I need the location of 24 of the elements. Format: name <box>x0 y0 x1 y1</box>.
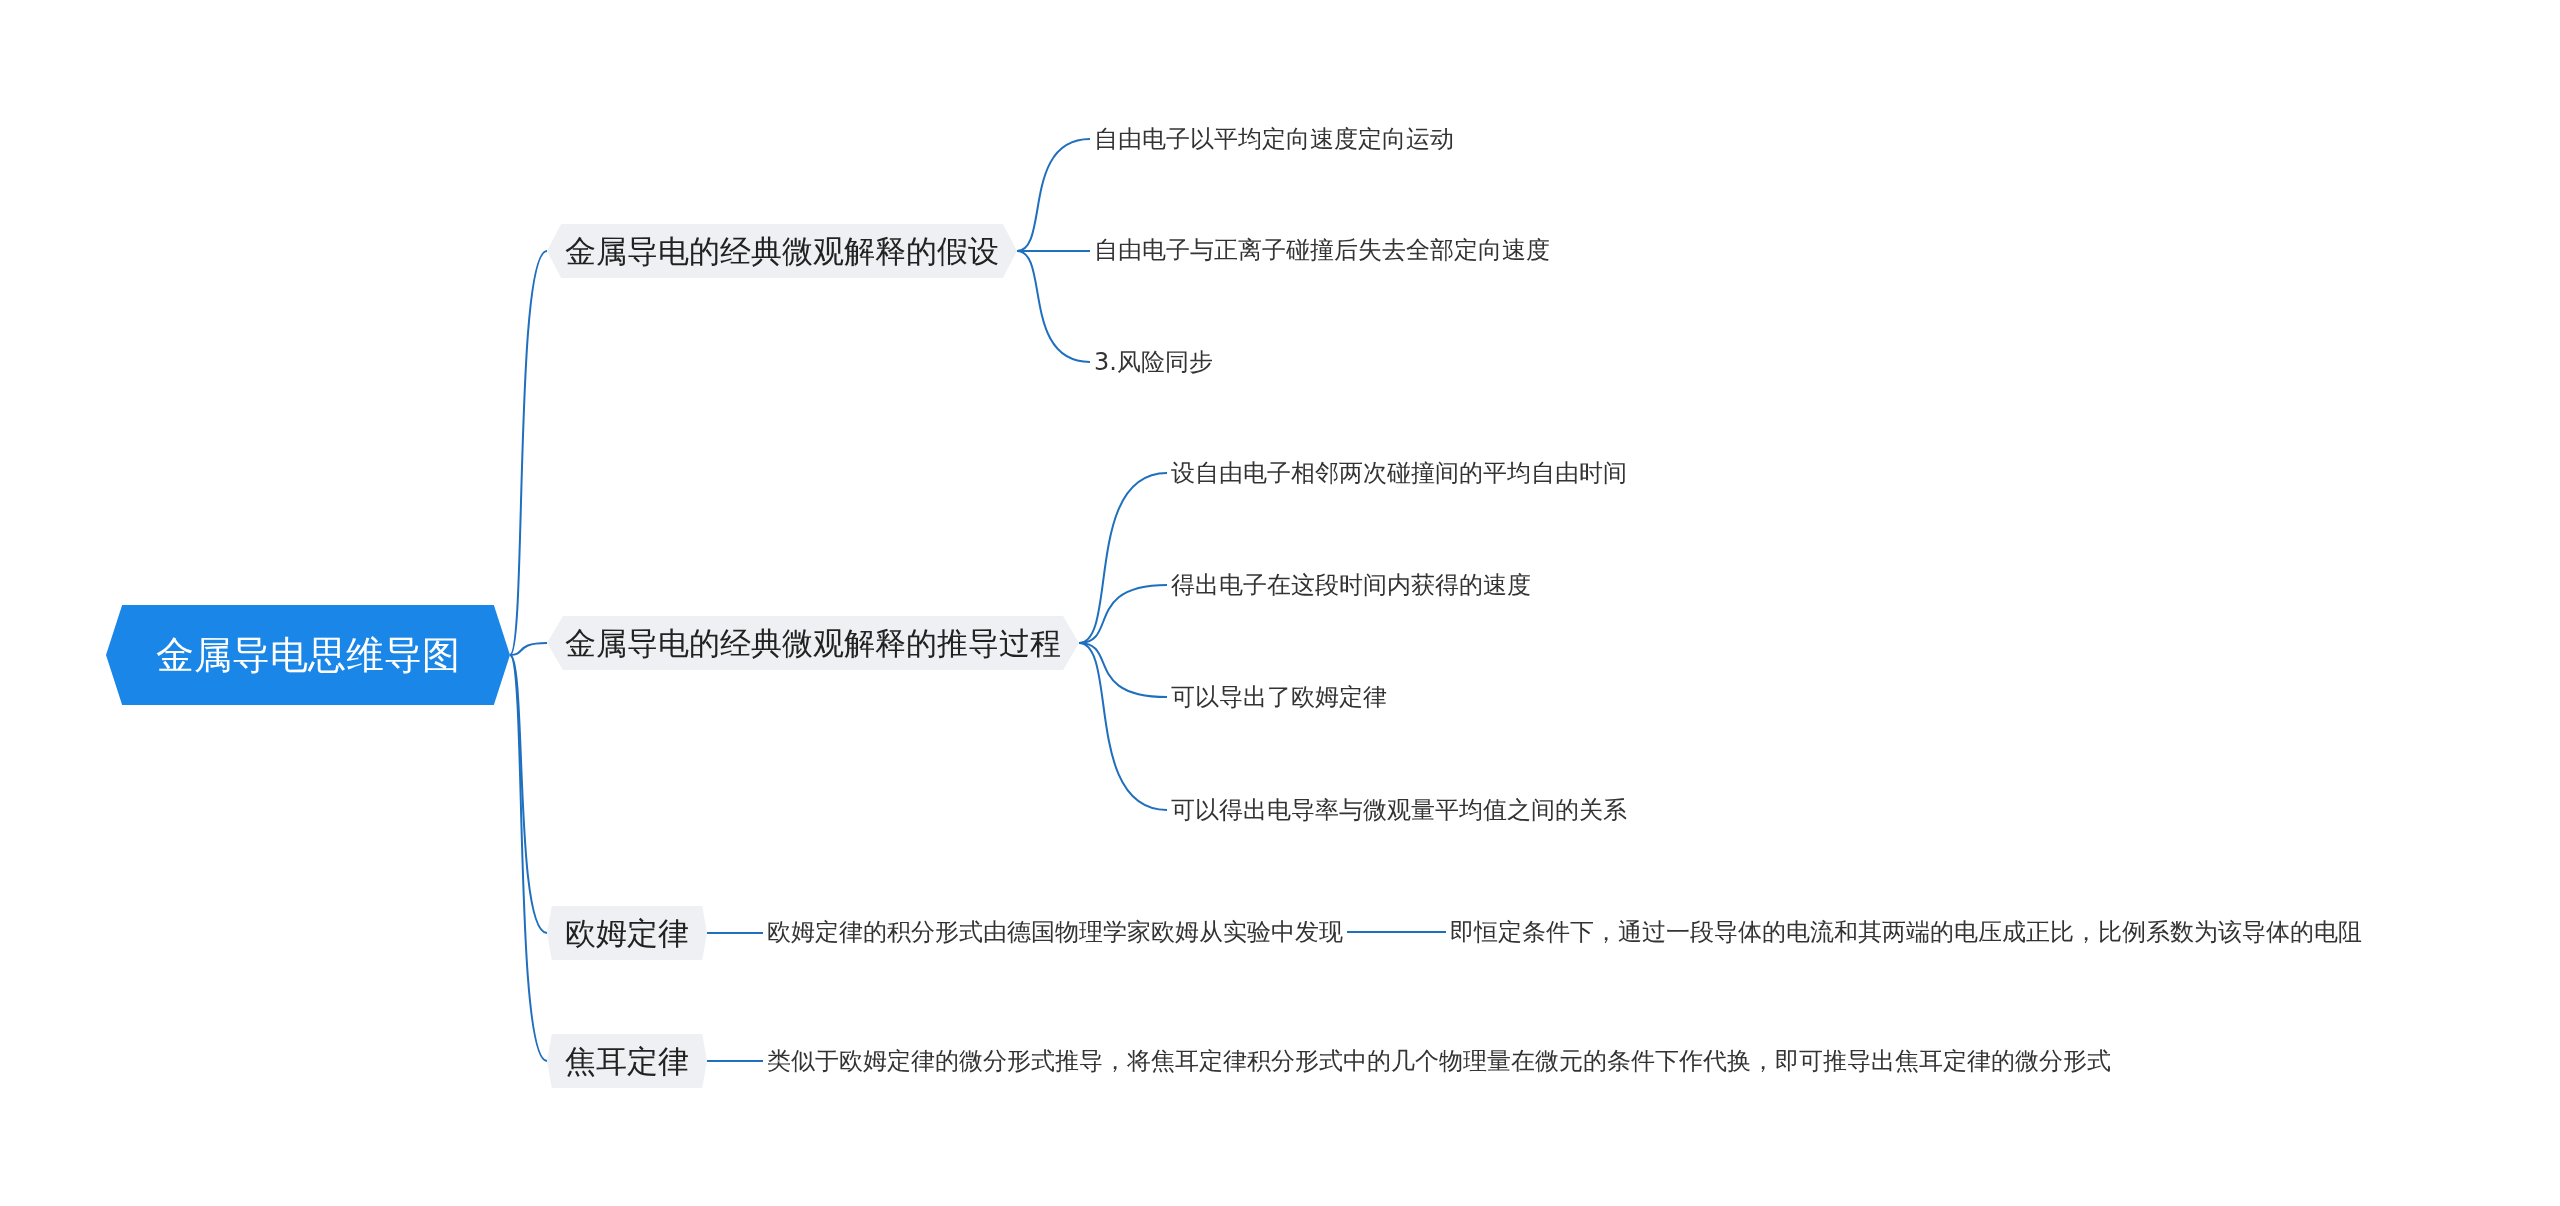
topic-box: 金属导电的经典微观解释的假设 <box>547 224 1017 278</box>
connector <box>509 250 548 656</box>
subtopic-text: 类似于欧姆定律的微分形式推导，将焦耳定律积分形式中的几个物理量在微元的条件下作代换，即可推导出焦耳定律的微分形式 <box>763 1041 2115 1081</box>
subtopic-text: 可以导出了欧姆定律 <box>1167 677 1391 717</box>
connector <box>509 654 548 934</box>
root-topic: 金属导电思维导图 <box>106 605 510 705</box>
subtopic-text: 欧姆定律的积分形式由德国物理学家欧姆从实验中发现 <box>763 912 1347 952</box>
topic-box: 欧姆定律 <box>547 906 707 960</box>
subtopic-text: 即恒定条件下，通过一段导体的电流和其两端的电压成正比，比例系数为该导体的电阻 <box>1446 912 2366 952</box>
connector <box>1078 642 1168 811</box>
topic-box: 焦耳定律 <box>547 1034 707 1088</box>
subtopic-text: 3.风险同步 <box>1090 342 1217 382</box>
connector <box>706 932 764 934</box>
connector <box>1016 250 1091 363</box>
connector <box>1346 931 1447 933</box>
connector <box>509 642 548 656</box>
connector <box>706 1060 764 1062</box>
subtopic-text: 设自由电子相邻两次碰撞间的平均自由时间 <box>1167 453 1631 493</box>
subtopic-text: 自由电子与正离子碰撞后失去全部定向速度 <box>1090 230 1554 270</box>
subtopic-text: 得出电子在这段时间内获得的速度 <box>1167 565 1535 605</box>
subtopic-text: 可以得出电导率与微观量平均值之间的关系 <box>1167 790 1631 830</box>
connector <box>509 654 548 1062</box>
topic-box: 金属导电的经典微观解释的推导过程 <box>547 616 1079 670</box>
subtopic-text: 自由电子以平均定向速度定向运动 <box>1090 119 1458 159</box>
